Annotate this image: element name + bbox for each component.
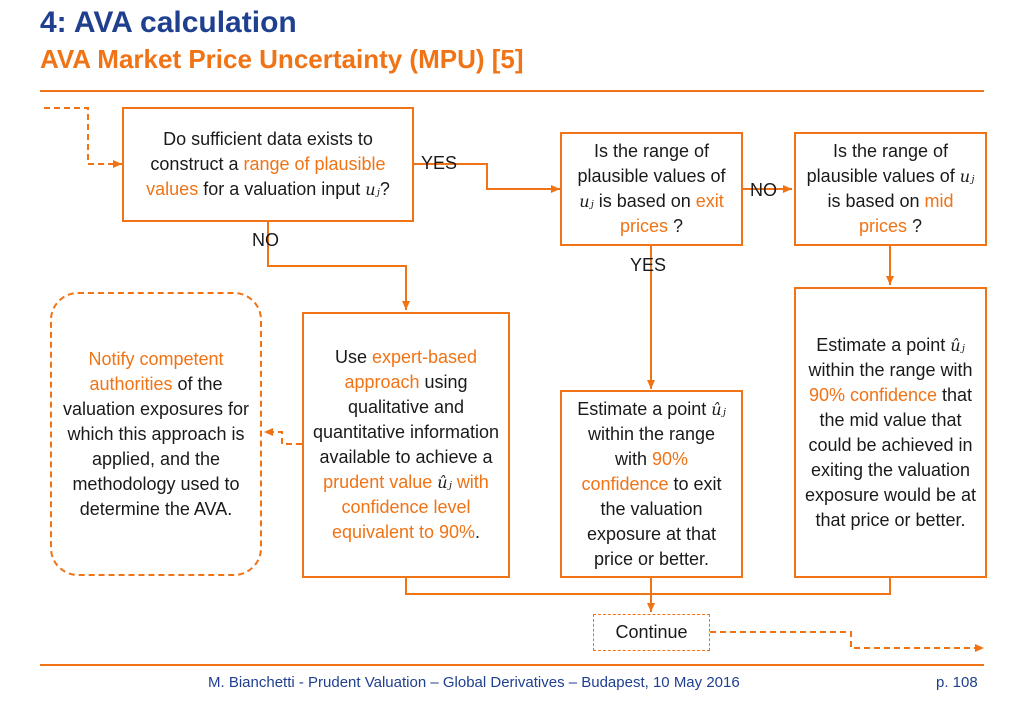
footer-text: M. Bianchetti - Prudent Valuation – Glob… [208,674,740,691]
no-arrow-q1-expert [267,222,410,310]
decision-mid-prices: Is the range of plausible values of uⱼ i… [794,132,987,246]
footer-divider [40,664,984,666]
merge-line [405,578,891,595]
decision-exit-prices: Is the range of plausible values of uⱼ i… [560,132,743,246]
page-number: p. 108 [936,674,978,691]
entry-arrow [44,107,122,168]
page-title: 4: AVA calculation [40,6,297,39]
notify-arrow [264,428,302,445]
label-no-2: NO [750,180,777,200]
decision-sufficient-data: Do sufficient data exists to construct a… [122,107,414,222]
expert-based-approach: Use expert-based approach using qualitat… [302,312,510,578]
page-subtitle: AVA Market Price Uncertainty (MPU) [5] [40,44,524,74]
estimate-mid-point: Estimate a point ûⱼ within the range wit… [794,287,987,578]
notify-authorities: Notify competent authorities of the valu… [50,292,262,576]
yes-arrow-q1-q2 [414,163,560,193]
label-yes-2: YES [630,255,667,275]
estimate-exit-point: Estimate a point ûⱼ within the range wit… [560,390,743,578]
label-no-1: NO [252,230,279,250]
continue-box: Continue [593,614,710,651]
header-divider [40,90,984,92]
exit-arrow [710,631,984,652]
label-yes-1: YES [421,153,458,173]
